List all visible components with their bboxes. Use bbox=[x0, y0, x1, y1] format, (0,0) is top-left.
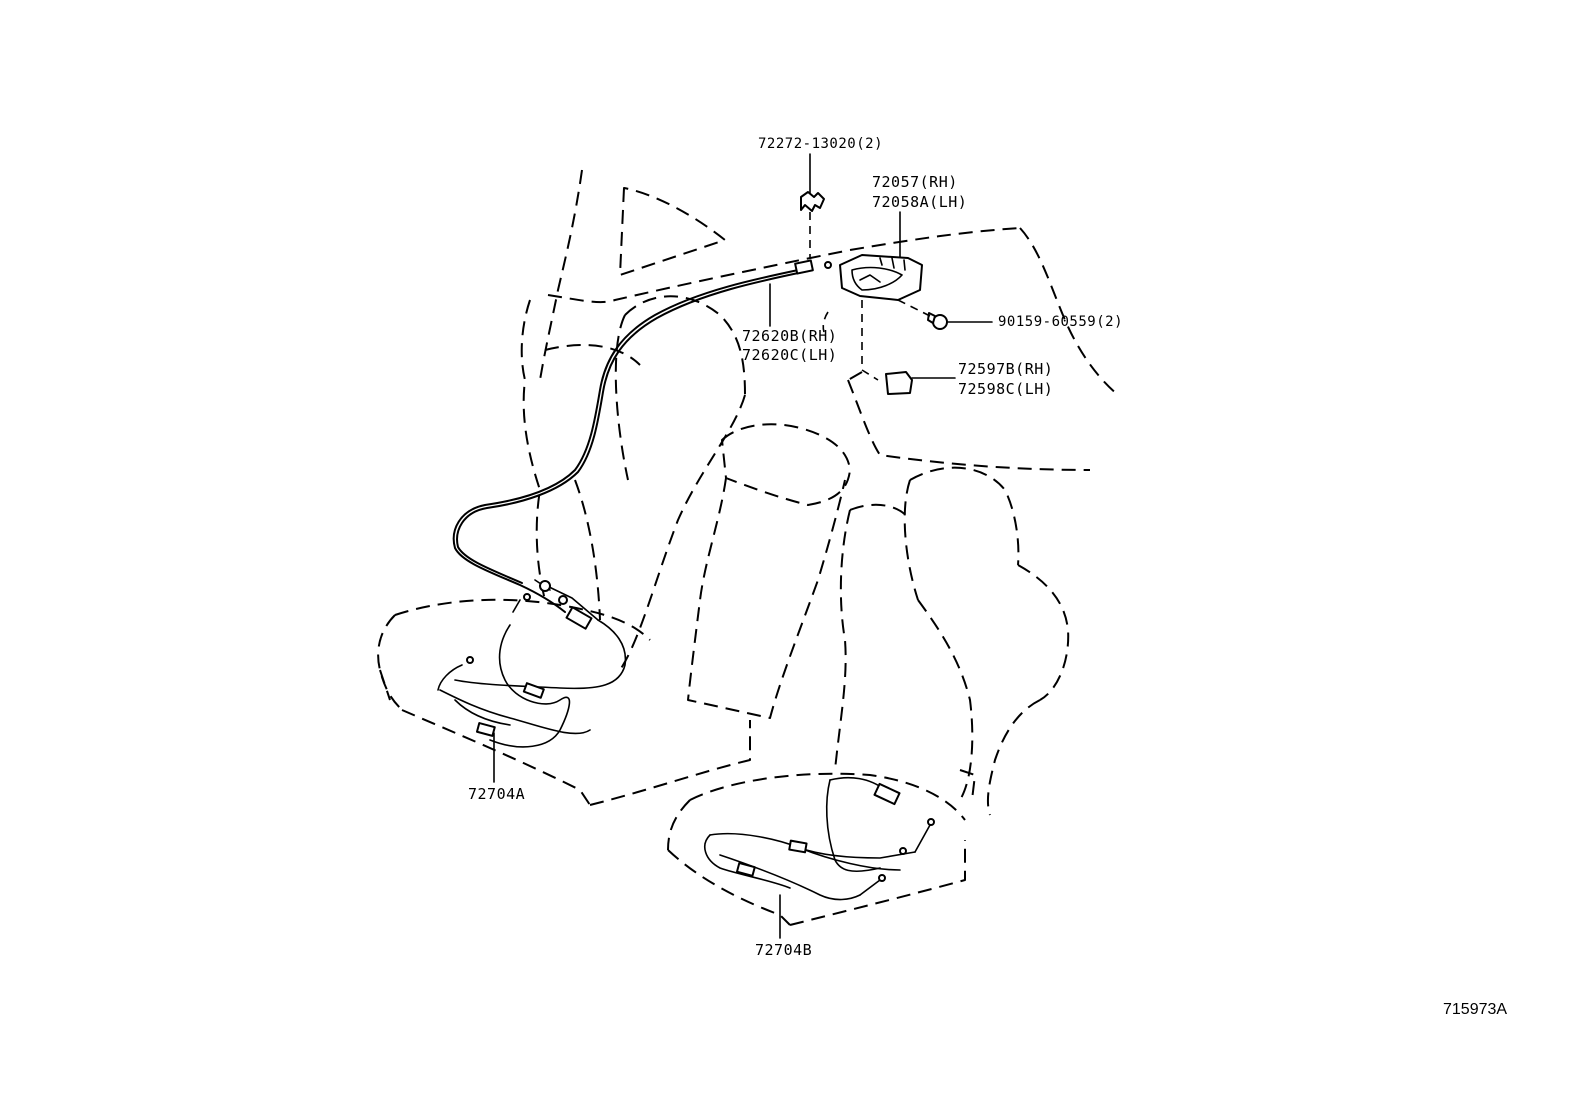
left-cushion-outline bbox=[377, 598, 751, 806]
center-armrest-outline bbox=[687, 423, 851, 719]
left-seatback-outline bbox=[520, 295, 746, 671]
label-handle-lh: 72058A(LH) bbox=[872, 193, 968, 211]
seat-cable-harness-left bbox=[437, 579, 627, 748]
label-screw: 90159-60559(2) bbox=[998, 314, 1124, 330]
diagram-id: 715973A bbox=[1443, 1001, 1508, 1018]
label-cover-rh: 72597B(RH) bbox=[958, 360, 1054, 378]
handle-cover-part bbox=[885, 371, 913, 395]
inside-handle-part bbox=[822, 254, 923, 381]
label-cable-b: 72704B bbox=[755, 941, 813, 959]
right-seatback-outline bbox=[834, 466, 1070, 816]
retainer-clip-part bbox=[800, 191, 825, 258]
seat-cable-harness-right bbox=[704, 776, 935, 901]
release-cable-72620 bbox=[452, 259, 832, 613]
screw-part bbox=[897, 299, 948, 330]
label-cable-rh: 72620B(RH) bbox=[742, 327, 838, 345]
label-handle-rh: 72057(RH) bbox=[872, 173, 958, 191]
label-cover-lh: 72598C(LH) bbox=[958, 380, 1054, 398]
right-cushion-outline bbox=[667, 772, 966, 926]
label-cable-a: 72704A bbox=[468, 785, 526, 803]
label-cable-lh: 72620C(LH) bbox=[742, 346, 838, 364]
leader-lines bbox=[493, 153, 993, 939]
label-retainer-clip: 72272-13020(2) bbox=[758, 136, 884, 152]
